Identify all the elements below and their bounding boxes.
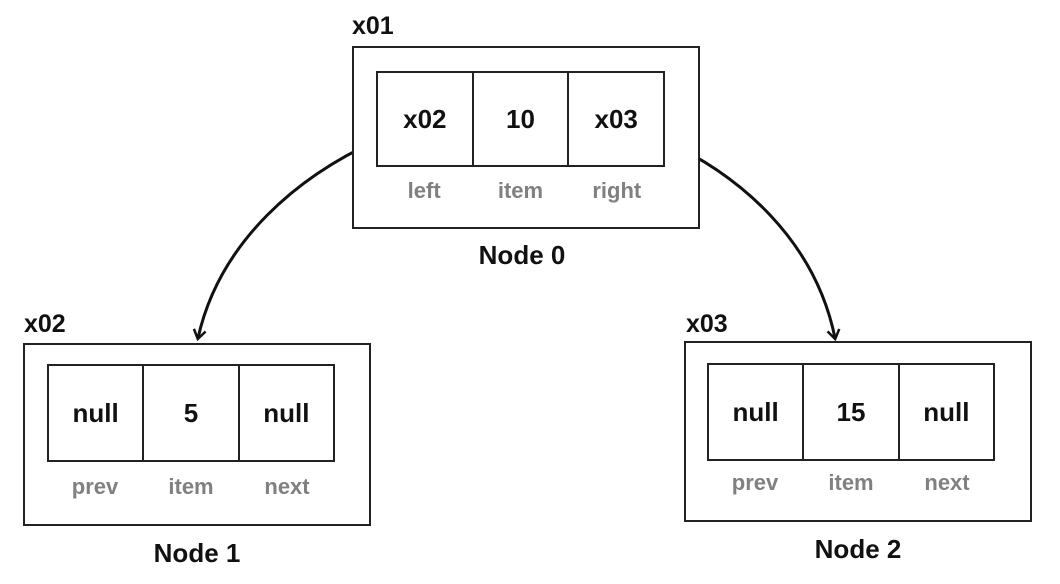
node1-item-label: item [168, 474, 214, 499]
node2-next-cell: null [897, 365, 993, 459]
node1-next-label: next [264, 474, 310, 499]
node2-labels: prev item next [707, 470, 995, 496]
node0-right-label: right [592, 178, 642, 203]
node0-right-cell: x03 [567, 73, 663, 165]
node1-item-cell: 5 [142, 366, 237, 460]
node0-address: x01 [352, 12, 394, 40]
node0-cells: x02 10 x03 [376, 71, 665, 167]
node0-item-cell: 10 [471, 73, 568, 165]
node2-prev-label: prev [731, 470, 779, 495]
node2-address: x03 [686, 310, 728, 338]
node1-title: Node 1 [153, 538, 241, 568]
node0-labels: left item right [376, 178, 665, 204]
node2-frame [684, 341, 1032, 522]
edge-node0-to-node1 [198, 138, 379, 338]
node2-prev-cell: null [732, 396, 779, 427]
node1-next-cell: null [237, 366, 333, 460]
node0-left-label: left [407, 178, 441, 203]
node0-item-label: item [497, 178, 544, 203]
node1-prev-cell: null [72, 397, 119, 428]
node2-item-label: item [828, 470, 874, 495]
node0-title: Node 0 [478, 240, 566, 270]
node1-prev-label: prev [71, 474, 119, 499]
node2-cells: null 15 null [707, 363, 995, 461]
node1-frame [23, 343, 371, 526]
node1-address: x02 [24, 310, 66, 338]
node1-labels: prev item next [47, 474, 335, 500]
node0-left-cell: x02 [403, 103, 447, 134]
node0-frame [352, 46, 700, 229]
node2-next-label: next [924, 470, 970, 495]
node2-item-cell: 15 [802, 365, 897, 459]
node2-title: Node 2 [814, 534, 902, 564]
node1-cells: null 5 null [47, 364, 335, 462]
